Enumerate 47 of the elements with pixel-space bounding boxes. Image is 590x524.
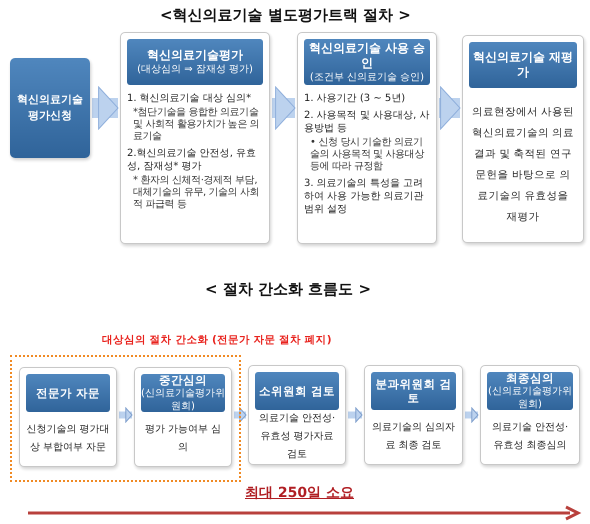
list-item: 2.혁신의료기술 안전성, 유효성, 잠재성* 평가 — [127, 147, 258, 173]
header-title: 최종심의 — [505, 370, 555, 386]
body-text: 의료현장에서 사용된 혁신의료기술의 의료결과 및 축적된 연구문헌을 바탕으로 의료기술의 유효성을 재평가 — [471, 105, 575, 225]
footnote: • 신청 당시 기술한 의료기술의 사용목적 및 사용대상 등에 따라 규정함 — [310, 137, 426, 173]
header-title: 전문가 자문 — [34, 386, 101, 400]
flow-arrow — [272, 86, 296, 130]
body-text: 의료기술 안전성·유효성 평가자료 검토 — [258, 412, 336, 462]
list-item: 1. 사용기간 (3 ~ 5년) — [304, 92, 406, 105]
diagram-title: <혁신의료기술 별도평가트랙 절차 > — [160, 6, 411, 25]
footnote: *첨단기술을 융합한 의료기술 및 사회적 활용가치가 높은 의료기술 — [133, 107, 260, 143]
header-title: 혁신의료기술 재평가 — [472, 50, 574, 80]
body-text: 의료기술 안전성·유효성 최종심의 — [490, 421, 570, 453]
body-text: 평가 가능여부 심의 — [144, 423, 222, 455]
header-subtitle: (대상심의 ⇒ 잠재성 평가) — [136, 63, 254, 76]
header-title: 혁신의료기술평가 — [146, 48, 244, 63]
header-title: 분과위원회 검토 — [374, 376, 452, 406]
flow-arrow — [439, 86, 460, 130]
header-subtitle: (신의료기술평가위원회) — [141, 387, 225, 414]
group-heading: 대상심의 절차 간소화 (전문가 자문 절차 폐지) — [102, 333, 332, 347]
flow-arrow — [119, 408, 132, 422]
process-card — [120, 32, 270, 244]
process-card — [364, 365, 463, 465]
header-title: 혁신의료기술 사용 승인 — [308, 40, 426, 70]
list-item: 2. 사용목적 및 사용대상, 사용방법 등 — [304, 109, 430, 135]
flow-arrow — [234, 408, 246, 422]
body-text: 신청기술의 평가대상 부합여부 자문 — [26, 423, 110, 455]
process-card — [462, 35, 584, 243]
body-text: 의료기술의 심의자료 최종 검토 — [371, 421, 456, 453]
process-card — [19, 367, 117, 467]
header-subtitle: (신의료기술평가위원회) — [487, 385, 573, 412]
list-item: 1. 혁신의료기술 대상 심의* — [127, 92, 252, 105]
footnote: * 환자의 신체적·경제적 부담, 대체기술의 유무, 기술의 사회적 파급력 등 — [133, 175, 260, 211]
header-title: 중간심의 — [158, 372, 208, 388]
duration-label: 최대 250일 소요 — [245, 484, 354, 502]
section-title: < 절차 간소화 흐름도 > — [205, 280, 372, 299]
process-card — [248, 365, 346, 465]
header-title: 소위원회 검토 — [258, 384, 336, 398]
flow-arrow — [92, 86, 118, 130]
flow-arrow — [465, 408, 478, 422]
process-box — [10, 58, 90, 158]
header-subtitle: (조건부 신의료기술 승인) — [308, 70, 426, 84]
process-card — [297, 32, 437, 244]
flow-arrow — [348, 408, 362, 422]
process-card — [480, 365, 580, 465]
box-label: 혁신의료기술 평가신청 — [16, 92, 84, 124]
process-card — [134, 367, 232, 467]
list-item: 3. 의료기술의 특성을 고려하여 사용 가능한 의료기관 범위 설정 — [304, 177, 425, 216]
